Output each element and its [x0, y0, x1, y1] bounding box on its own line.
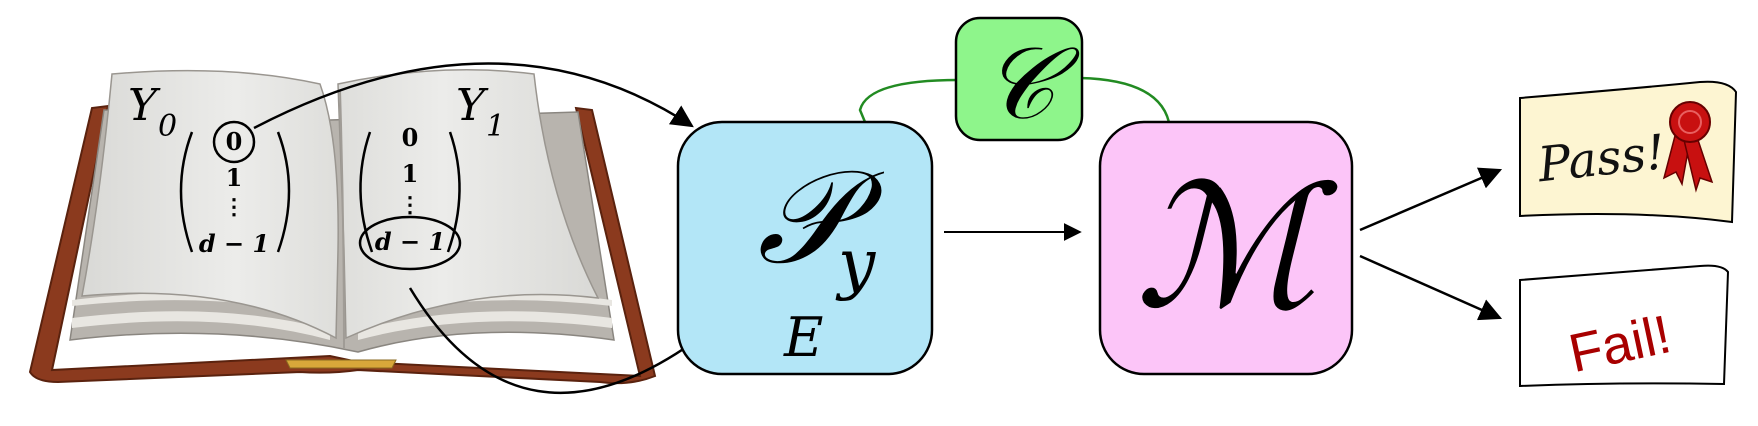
left-page-content: Y 0 0 1 ⋮ d − 1 — [128, 80, 291, 258]
fail-certificate: Fail! — [1519, 264, 1730, 388]
pass-certificate: Pass! — [1519, 80, 1738, 224]
arrow-book-bottom-to-prover — [408, 287, 704, 394]
arrow-book-top-to-prover — [253, 62, 694, 130]
right-vector-entry-0: 0 — [402, 123, 419, 152]
left-vector-entry-0: 0 — [226, 127, 243, 156]
book-spine — [285, 359, 397, 369]
prover-node: 𝒫 y E — [676, 120, 934, 376]
left-vector-entry-1: 1 — [226, 163, 243, 192]
connector-challenger-prover — [858, 78, 959, 135]
book-cover — [28, 104, 657, 385]
fail-certificate-paper — [1519, 264, 1730, 388]
right-vector-entry-last: d − 1 — [375, 227, 445, 256]
left-vector-open-paren — [179, 131, 194, 253]
arrow-machine-to-pass — [1359, 167, 1503, 232]
right-vector-entry-dots: ⋮ — [399, 192, 421, 218]
left-vector-close-paren — [276, 131, 291, 253]
challenger-box — [954, 16, 1084, 142]
right-page-content: Y 1 0 1 ⋮ d − 1 — [358, 80, 505, 271]
selection-circle-left — [212, 120, 256, 164]
prover-superscript: y — [835, 225, 876, 302]
machine-node: ℳ — [1098, 120, 1354, 376]
left-vector-entry-last: d − 1 — [199, 229, 269, 258]
machine-symbol: ℳ — [1135, 149, 1338, 347]
right-vector-open-paren — [359, 131, 374, 253]
label-y0-base: Y — [128, 80, 161, 131]
label-y1-sub: 1 — [486, 109, 505, 144]
label-y0-sub: 0 — [158, 109, 177, 144]
left-vector-entry-dots: ⋮ — [223, 194, 245, 220]
open-book-illustration — [28, 69, 657, 385]
right-vector-close-paren — [446, 131, 461, 253]
prover-box — [676, 120, 934, 376]
label-y1-base: Y — [456, 80, 489, 131]
connector-challenger-machine — [1079, 76, 1172, 129]
machine-box — [1098, 120, 1354, 376]
arrow-machine-to-fail — [1359, 254, 1503, 321]
challenger-node: 𝒞 — [954, 16, 1084, 142]
selection-ellipse-right — [358, 215, 462, 271]
right-vector-entry-1: 1 — [402, 159, 419, 188]
book-left-page — [81, 69, 339, 340]
pass-label: Pass! — [1534, 124, 1667, 193]
award-ribbon-icon — [1662, 101, 1714, 193]
prover-subscript: E — [783, 306, 823, 369]
